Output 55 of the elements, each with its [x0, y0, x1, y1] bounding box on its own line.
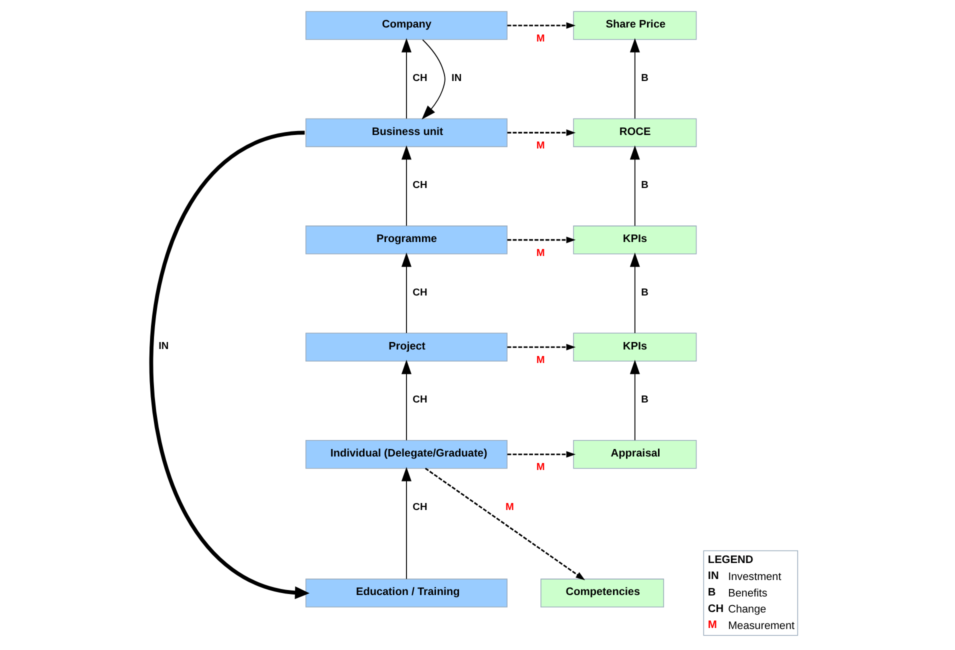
edge-label: M [536, 462, 545, 474]
arrow [507, 451, 576, 458]
arrow [630, 145, 640, 226]
node-box: Business unit [305, 118, 508, 148]
node-box: Programme [305, 226, 508, 254]
edge-label: IN [158, 341, 169, 352]
label: LEGEND [708, 554, 754, 566]
node-box: Education / Training [305, 578, 508, 608]
arrow [630, 252, 640, 334]
arrow [401, 38, 412, 119]
label: Benefits [728, 587, 768, 600]
arrow [422, 39, 446, 120]
node-box: Individual (Delegate/Graduate) [305, 440, 508, 469]
node-box: Competencies [540, 578, 664, 608]
arrow [401, 252, 412, 334]
edge-label: IN [452, 72, 462, 84]
arrow [401, 360, 412, 441]
label: IN [708, 570, 719, 582]
node-box: ROCE [573, 118, 697, 148]
edge-label: CH [412, 502, 428, 513]
edge-label: CH [412, 287, 428, 298]
edge-label: CH [412, 394, 428, 406]
arrow [507, 344, 576, 350]
edge-label: B [641, 394, 648, 406]
edge-label: M [536, 33, 545, 44]
arrow [401, 145, 412, 226]
node-box: Share Price [573, 11, 697, 40]
node-box: KPIs [573, 226, 697, 254]
node-box: KPIs [573, 332, 697, 362]
arrow [150, 130, 310, 600]
edge-label: B [641, 287, 648, 298]
edge-label: M [536, 354, 545, 366]
node-box: Appraisal [573, 440, 697, 469]
edge-label: M [506, 502, 514, 513]
label: Investment [728, 570, 782, 583]
arrow [507, 236, 576, 244]
label: M [708, 619, 717, 632]
label: B [708, 586, 716, 599]
arrow [401, 466, 412, 580]
label: CH [708, 602, 724, 615]
arrow [424, 468, 586, 580]
node-box: Company [305, 11, 508, 40]
edge-label: B [641, 72, 648, 84]
edge-label: CH [412, 72, 428, 84]
node-box: Project [305, 332, 508, 362]
arrow [507, 129, 576, 136]
label: Measurement [728, 620, 795, 632]
arrow [507, 22, 576, 29]
edge-label: B [641, 180, 648, 192]
edge-label: M [536, 248, 545, 259]
edge-label: M [536, 140, 545, 152]
label: Change [728, 604, 766, 616]
arrow [630, 360, 640, 441]
edge-label: CH [412, 180, 428, 192]
arrow [630, 38, 640, 119]
